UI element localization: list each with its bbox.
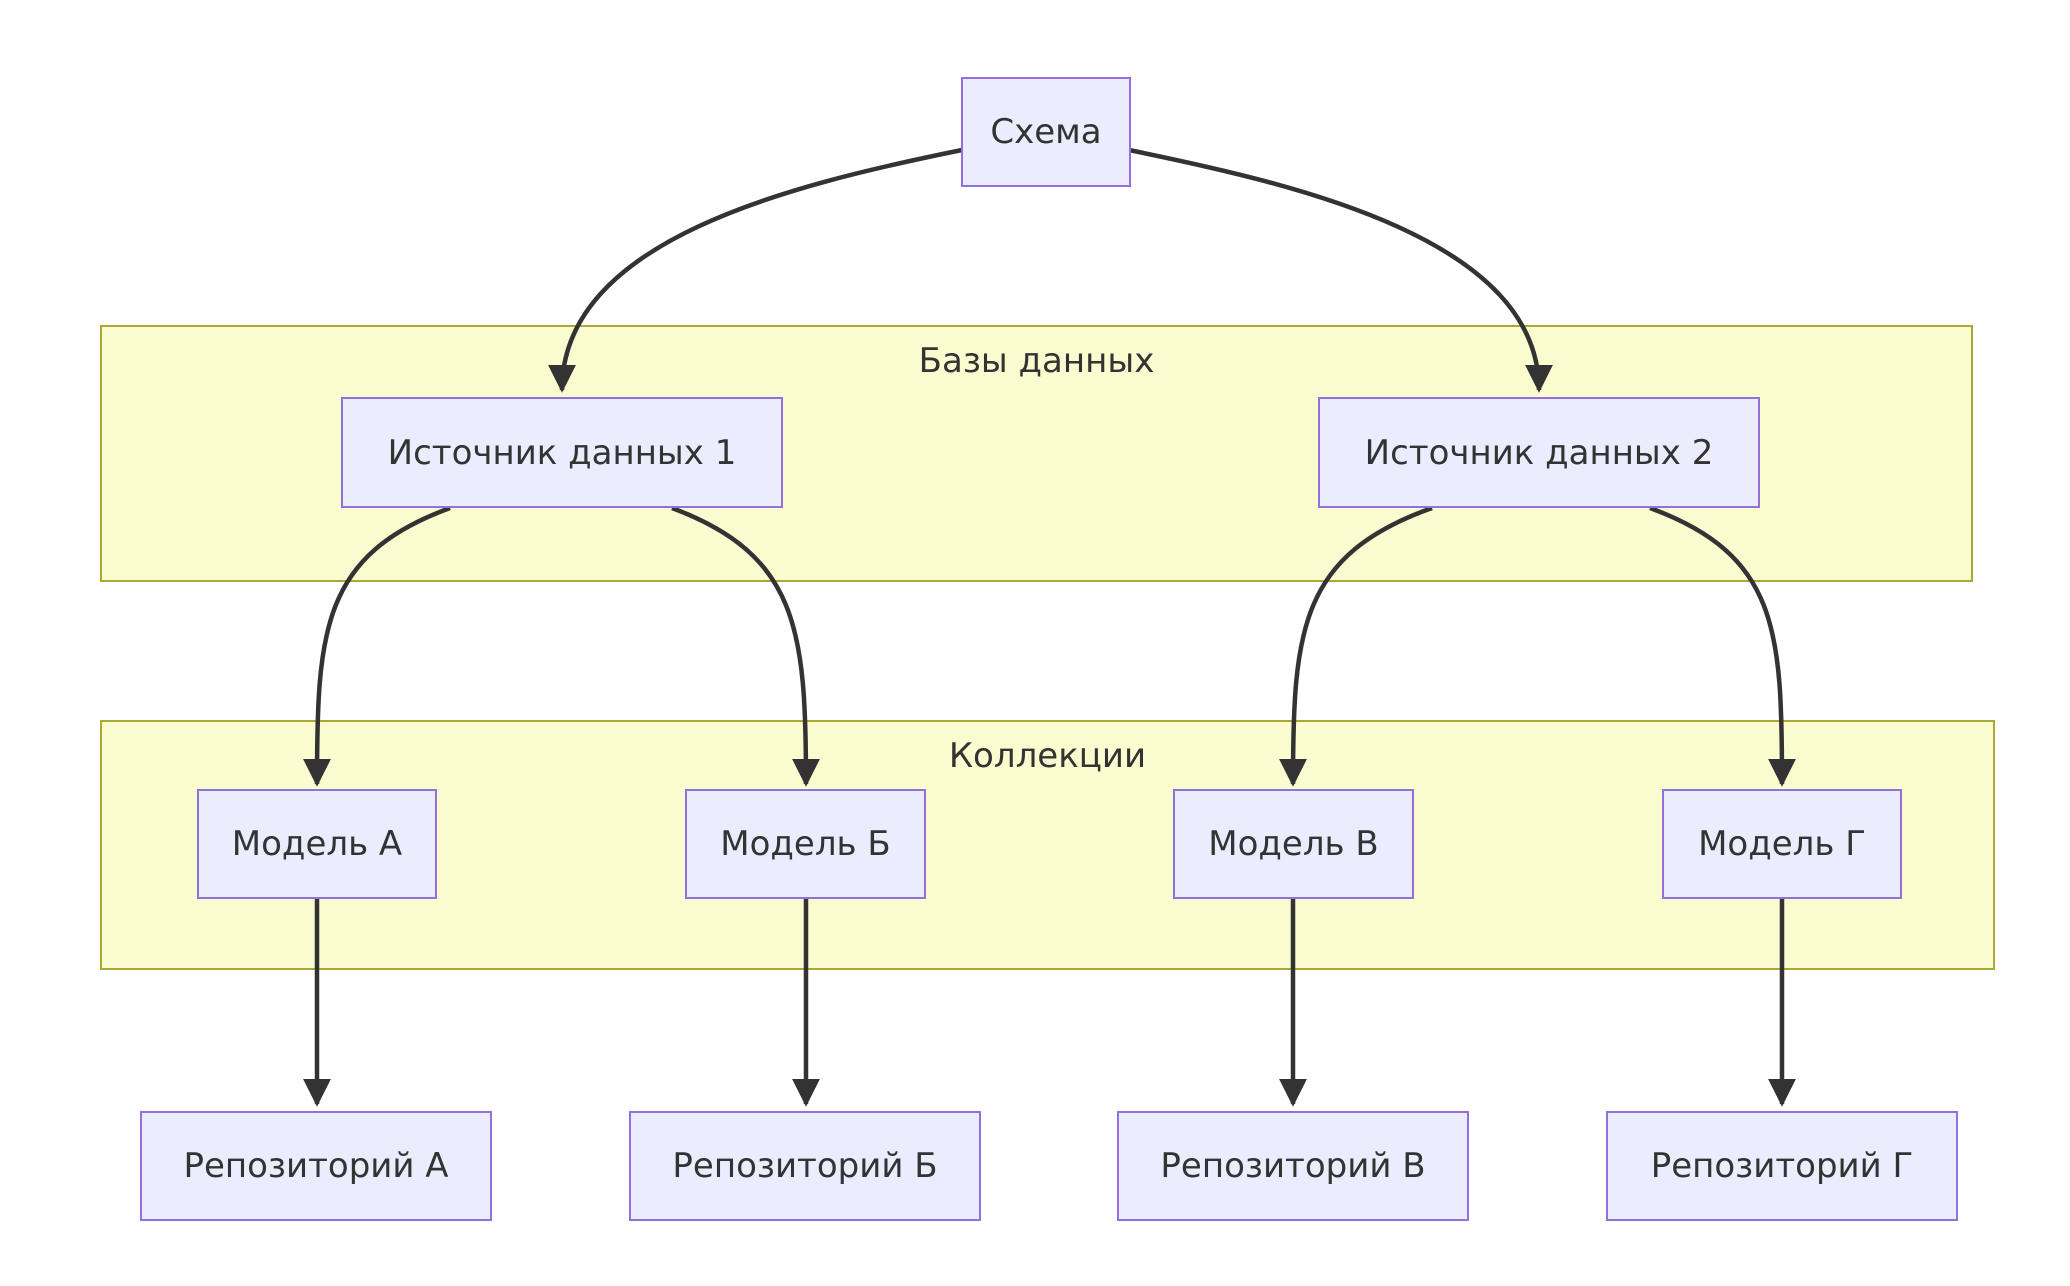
node-repository-g: Репозиторий Г xyxy=(1606,1111,1958,1221)
node-repository-b: Репозиторий Б xyxy=(629,1111,981,1221)
edge-source2-modelV xyxy=(1279,505,1433,787)
node-schema: Схема xyxy=(961,77,1131,187)
edge-schema-source1 xyxy=(548,147,963,393)
node-repository-v-label: Репозиторий В xyxy=(1160,1146,1426,1186)
node-repository-g-label: Репозиторий Г xyxy=(1650,1146,1914,1186)
node-data-source-1: Источник данных 1 xyxy=(341,397,783,508)
edge-source1-modelB xyxy=(671,505,820,787)
node-model-g: Модель Г xyxy=(1662,789,1902,899)
node-data-source-2-label: Источник данных 2 xyxy=(1364,432,1714,473)
node-repository-a: Репозиторий А xyxy=(140,1111,492,1221)
cluster-collections-label: Коллекции xyxy=(948,736,1147,776)
edge-schema-source2 xyxy=(1128,147,1553,393)
node-model-a-label: Модель А xyxy=(231,824,403,864)
node-data-source-2: Источник данных 2 xyxy=(1318,397,1760,508)
node-model-a: Модель А xyxy=(197,789,437,899)
node-repository-b-label: Репозиторий Б xyxy=(672,1146,938,1186)
node-model-v-label: Модель В xyxy=(1208,824,1379,864)
node-model-g-label: Модель Г xyxy=(1698,824,1866,864)
node-schema-label: Схема xyxy=(990,112,1102,152)
node-model-b: Модель Б xyxy=(685,789,926,899)
node-model-v: Модель В xyxy=(1173,789,1414,899)
node-repository-a-label: Репозиторий А xyxy=(183,1146,449,1186)
node-repository-v: Репозиторий В xyxy=(1117,1111,1469,1221)
node-model-b-label: Модель Б xyxy=(720,824,891,864)
edge-source1-modelA xyxy=(303,505,451,787)
node-data-source-1-label: Источник данных 1 xyxy=(387,432,737,473)
cluster-databases-label: Базы данных xyxy=(918,341,1155,381)
edge-source2-modelG xyxy=(1649,505,1796,787)
